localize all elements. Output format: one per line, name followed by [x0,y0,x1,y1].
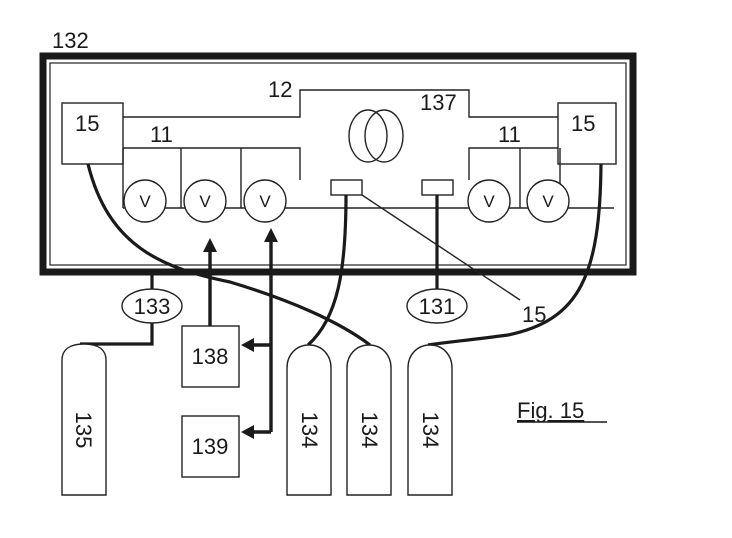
label-port-right: 15 [571,111,595,136]
manifold-lower-left [123,147,301,180]
valve-label: V [542,192,554,211]
valve-5: V [526,179,570,223]
label-manifold: 12 [268,77,292,102]
tube-right-port-to-cylinder-c [427,163,603,347]
port-small-right [421,179,454,196]
cylinder-134-a [286,344,332,496]
regulator-133 [121,288,183,324]
arrowhead-up-138 [203,238,217,252]
label-port-pointer: 15 [522,302,546,327]
label-regulator-131: 131 [419,294,456,319]
right-port-block [557,102,617,165]
valve-1: V [123,179,167,223]
label-unit-138: 138 [192,344,229,369]
arrowhead-left-138 [241,338,254,352]
label-coil: 137 [420,90,457,115]
enclosure-inner-frame [49,62,627,266]
valve-label: V [199,192,211,211]
label-port-left: 15 [75,111,99,136]
manifold-lower-right [468,147,560,180]
valve-4: V [467,179,511,223]
label-unit-139: 139 [192,434,229,459]
valve-label: V [483,192,495,211]
manifold-outline [123,89,560,118]
cylinder-134-b [346,344,392,496]
regulator-131 [406,288,468,324]
label-enclosure: 132 [52,28,89,53]
figure-caption: Fig. 15 [517,398,584,423]
label-cylinder-134-c: 134 [418,412,443,449]
cylinder-134-c [407,344,453,496]
coil-137 [348,109,404,163]
label-line-right: 11 [498,122,521,147]
label-cylinder-135: 135 [71,412,96,449]
tube-left-port-to-cylinder-b [86,163,371,347]
pointer-line-15 [361,194,521,301]
cylinder-135 [61,343,107,496]
arrowhead-up-139 [264,228,278,242]
unit-139 [181,415,240,478]
valve-3: V [243,179,287,223]
valve-label: V [139,192,151,211]
label-regulator-133: 133 [134,294,171,319]
valve-2: V [183,179,227,223]
tube-left-small-port-to-cylinder-a [306,194,348,347]
valve-label: V [259,192,271,211]
enclosure-outer-frame [39,52,637,276]
label-cylinder-134-a: 134 [297,412,322,449]
arrowhead-left-139 [241,425,254,439]
label-cylinder-134-b: 134 [357,412,382,449]
label-line-left: 11 [150,122,173,147]
port-small-left [330,179,363,196]
left-port-block [61,102,124,165]
